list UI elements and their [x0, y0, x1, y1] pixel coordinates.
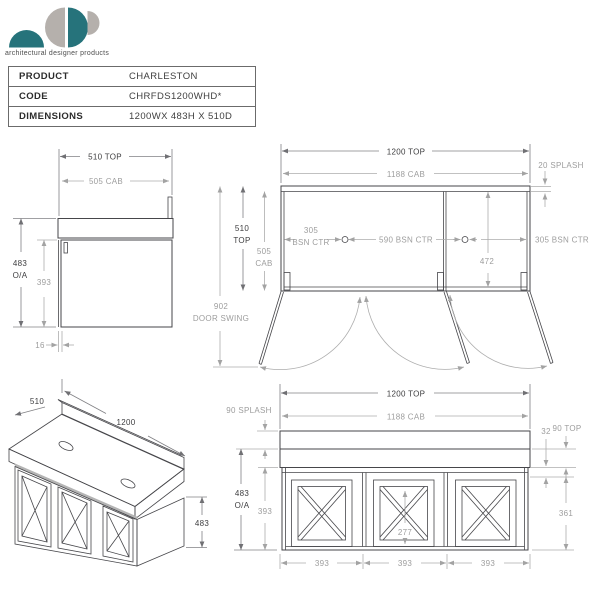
logo-d-stem: [68, 7, 88, 48]
dim-393-door3: 393: [481, 559, 495, 568]
dim-483-iso: 483: [195, 519, 209, 528]
basin-center-left: [341, 236, 349, 243]
front-doors: [291, 479, 517, 547]
dim-20-splash: 20 SPLASH: [538, 161, 583, 170]
dim-393-left: 393: [258, 507, 272, 516]
dim-510-top: 510 TOP: [88, 153, 122, 162]
logo-a-dome: [9, 29, 44, 48]
dim-393-door2: 393: [398, 559, 412, 568]
dim-305-right: 305 BSN CTR: [535, 236, 589, 245]
dim-472: 472: [480, 257, 494, 266]
dim-32: 32: [541, 427, 551, 436]
basin-hole-left: [58, 441, 74, 451]
dim-590-bsn-ctr: 590 BSN CTR: [379, 236, 433, 245]
open-door-panels: [258, 291, 554, 365]
dim-505: 505: [257, 247, 271, 256]
table-row: CODE CHRFDS1200WHD*: [9, 87, 255, 107]
basin-hole-right: [120, 478, 136, 489]
dim-902-suffix: DOOR SWING: [193, 314, 249, 323]
dim-305-left: 305: [304, 226, 318, 235]
logo-p-bowl: [87, 11, 100, 35]
dim-1200-iso: 1200: [117, 418, 136, 427]
row-label: PRODUCT: [19, 71, 69, 82]
dim-483-front-suffix: O/A: [235, 501, 250, 510]
dim-510-iso: 510: [30, 397, 44, 406]
isometric-view: 510 1200 483: [8, 379, 209, 567]
dim-90-splash: 90 SPLASH: [226, 406, 271, 415]
dim-361: 361: [559, 509, 573, 518]
adp-logo: [9, 7, 100, 48]
dim-483-oa: 483: [13, 259, 27, 268]
dim-1188-cab: 1188 CAB: [387, 170, 425, 179]
row-value: CHARLESTON: [129, 71, 198, 82]
dim-393: 393: [37, 278, 51, 287]
dim-510: 510: [235, 224, 249, 233]
dim-90-top: 90 TOP: [552, 424, 581, 433]
side-view: 510 TOP 505 CAB 483 O/A 393 16: [13, 149, 174, 352]
dim-483-oa-suffix: O/A: [13, 271, 28, 280]
row-value: CHRFDS1200WHD*: [129, 91, 222, 102]
dim-505-suffix: CAB: [255, 259, 272, 268]
dim-505-cab: 505 CAB: [89, 177, 123, 186]
dim-1200-top: 1200 TOP: [387, 148, 426, 157]
dim-902: 902: [214, 302, 228, 311]
dim-510-suffix: TOP: [233, 236, 250, 245]
brand-tagline: architectural designer products: [5, 50, 110, 57]
dim-277: 277: [398, 528, 412, 537]
counter-shadow: [15, 463, 137, 520]
dim-393-door1: 393: [315, 559, 329, 568]
basin-center-right: [461, 236, 469, 243]
row-label: DIMENSIONS: [19, 111, 84, 122]
row-label: CODE: [19, 91, 49, 102]
door-swing-arcs: [259, 294, 548, 371]
front-view: 1200 TOP 1188 CAB 90 SPLASH 483 O/A 393: [226, 384, 581, 569]
table-row: PRODUCT CHARLESTON: [9, 67, 255, 87]
row-value: 1200WX 483H X 510D: [129, 111, 233, 122]
plan-view: 1200 TOP 1188 CAB 20 SPLASH 510 TOP 505 …: [193, 144, 589, 371]
dim-1188-front: 1188 CAB: [387, 413, 425, 422]
dim-16: 16: [35, 341, 45, 350]
logo-d-bowl: [45, 7, 65, 48]
spec-table: PRODUCT CHARLESTON CODE CHRFDS1200WHD* D…: [8, 66, 256, 127]
table-row: DIMENSIONS 1200WX 483H X 510D: [9, 107, 255, 126]
dim-305-left-suffix: BSN CTR: [292, 238, 329, 247]
dim-483-front: 483: [235, 489, 249, 498]
iso-doors: [17, 469, 134, 563]
dim-1200-front: 1200 TOP: [387, 390, 426, 399]
